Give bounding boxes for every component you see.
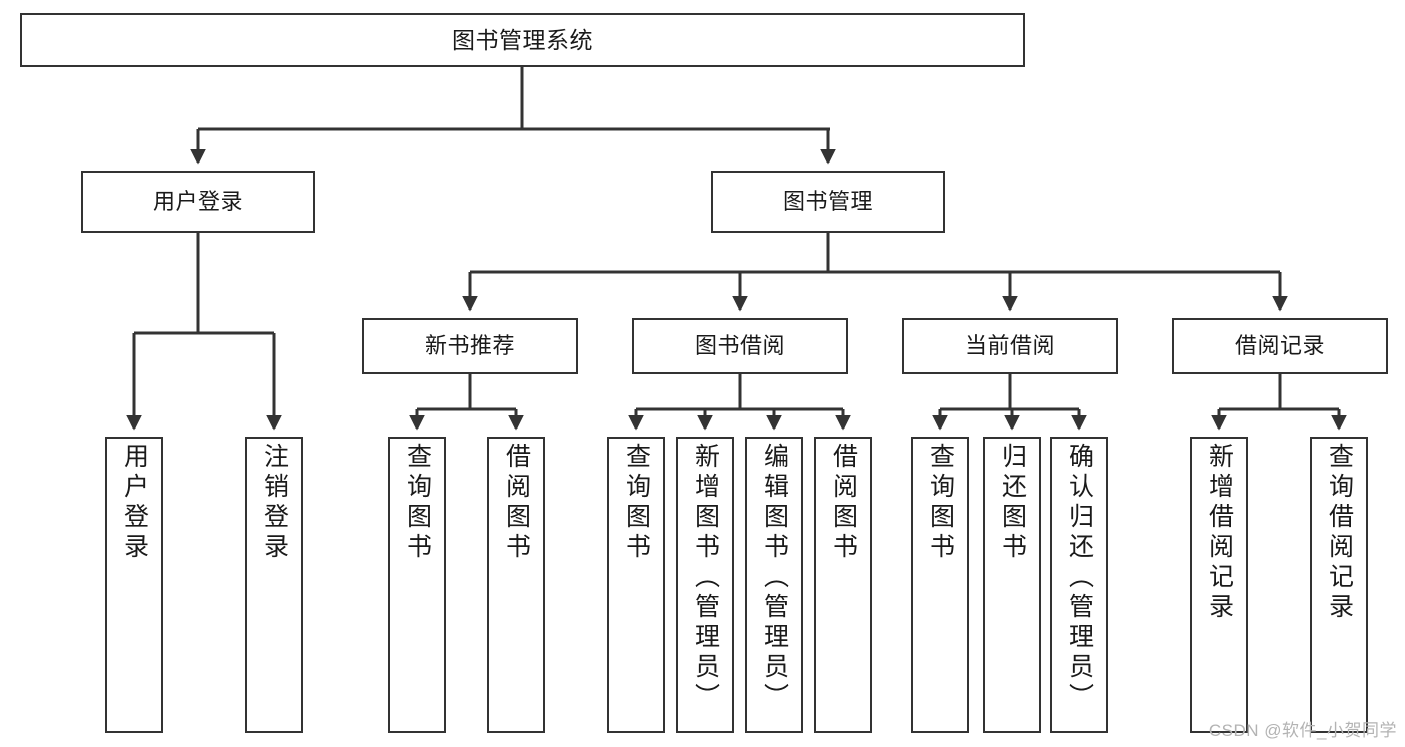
node-leaf-query-book-1[interactable]: 查询图书	[388, 437, 446, 733]
node-leaf-add-record[interactable]: 新增借阅记录	[1190, 437, 1248, 733]
node-book-borrow[interactable]: 图书借阅	[632, 318, 848, 374]
node-leaf-borrow-book-2-label: 借阅图书	[829, 443, 858, 563]
node-leaf-logout-label: 注销登录	[260, 443, 289, 563]
node-leaf-query-book-2[interactable]: 查询图书	[607, 437, 665, 733]
node-leaf-return-book[interactable]: 归还图书	[983, 437, 1041, 733]
node-book-manage[interactable]: 图书管理	[711, 171, 945, 233]
node-leaf-user-login[interactable]: 用户登录	[105, 437, 163, 733]
node-leaf-user-login-label: 用户登录	[120, 443, 149, 563]
node-leaf-return-book-label: 归还图书	[998, 443, 1027, 563]
node-leaf-borrow-book-2[interactable]: 借阅图书	[814, 437, 872, 733]
node-book-manage-label: 图书管理	[782, 189, 873, 215]
node-leaf-logout[interactable]: 注销登录	[245, 437, 303, 733]
watermark: CSDN @软件_小贺同学	[1208, 721, 1397, 740]
node-leaf-query-record[interactable]: 查询借阅记录	[1310, 437, 1368, 733]
node-new-book-recommend-label: 新书推荐	[424, 333, 515, 359]
node-leaf-confirm-return-label: 确认归还（管理员）	[1065, 443, 1094, 713]
node-current-borrow-label: 当前借阅	[964, 333, 1055, 359]
node-root[interactable]: 图书管理系统	[20, 13, 1025, 67]
node-root-label: 图书管理系统	[452, 26, 593, 53]
node-leaf-borrow-book-1[interactable]: 借阅图书	[487, 437, 545, 733]
node-book-borrow-label: 图书借阅	[694, 333, 785, 359]
node-leaf-edit-book[interactable]: 编辑图书（管理员）	[745, 437, 803, 733]
node-leaf-borrow-book-1-label: 借阅图书	[502, 443, 531, 563]
node-user-login-label: 用户登录	[152, 189, 243, 215]
node-leaf-confirm-return[interactable]: 确认归还（管理员）	[1050, 437, 1108, 733]
node-leaf-add-record-label: 新增借阅记录	[1205, 443, 1234, 623]
node-leaf-add-book-label: 新增图书（管理员）	[691, 443, 720, 713]
node-leaf-add-book[interactable]: 新增图书（管理员）	[676, 437, 734, 733]
node-leaf-query-record-label: 查询借阅记录	[1325, 443, 1354, 623]
node-leaf-query-book-3[interactable]: 查询图书	[911, 437, 969, 733]
node-new-book-recommend[interactable]: 新书推荐	[362, 318, 578, 374]
node-user-login[interactable]: 用户登录	[81, 171, 315, 233]
node-leaf-query-book-3-label: 查询图书	[926, 443, 955, 563]
node-current-borrow[interactable]: 当前借阅	[902, 318, 1118, 374]
node-borrow-record[interactable]: 借阅记录	[1172, 318, 1388, 374]
node-leaf-query-book-1-label: 查询图书	[403, 443, 432, 563]
node-borrow-record-label: 借阅记录	[1234, 333, 1325, 359]
node-leaf-query-book-2-label: 查询图书	[622, 443, 651, 563]
node-leaf-edit-book-label: 编辑图书（管理员）	[760, 443, 789, 713]
